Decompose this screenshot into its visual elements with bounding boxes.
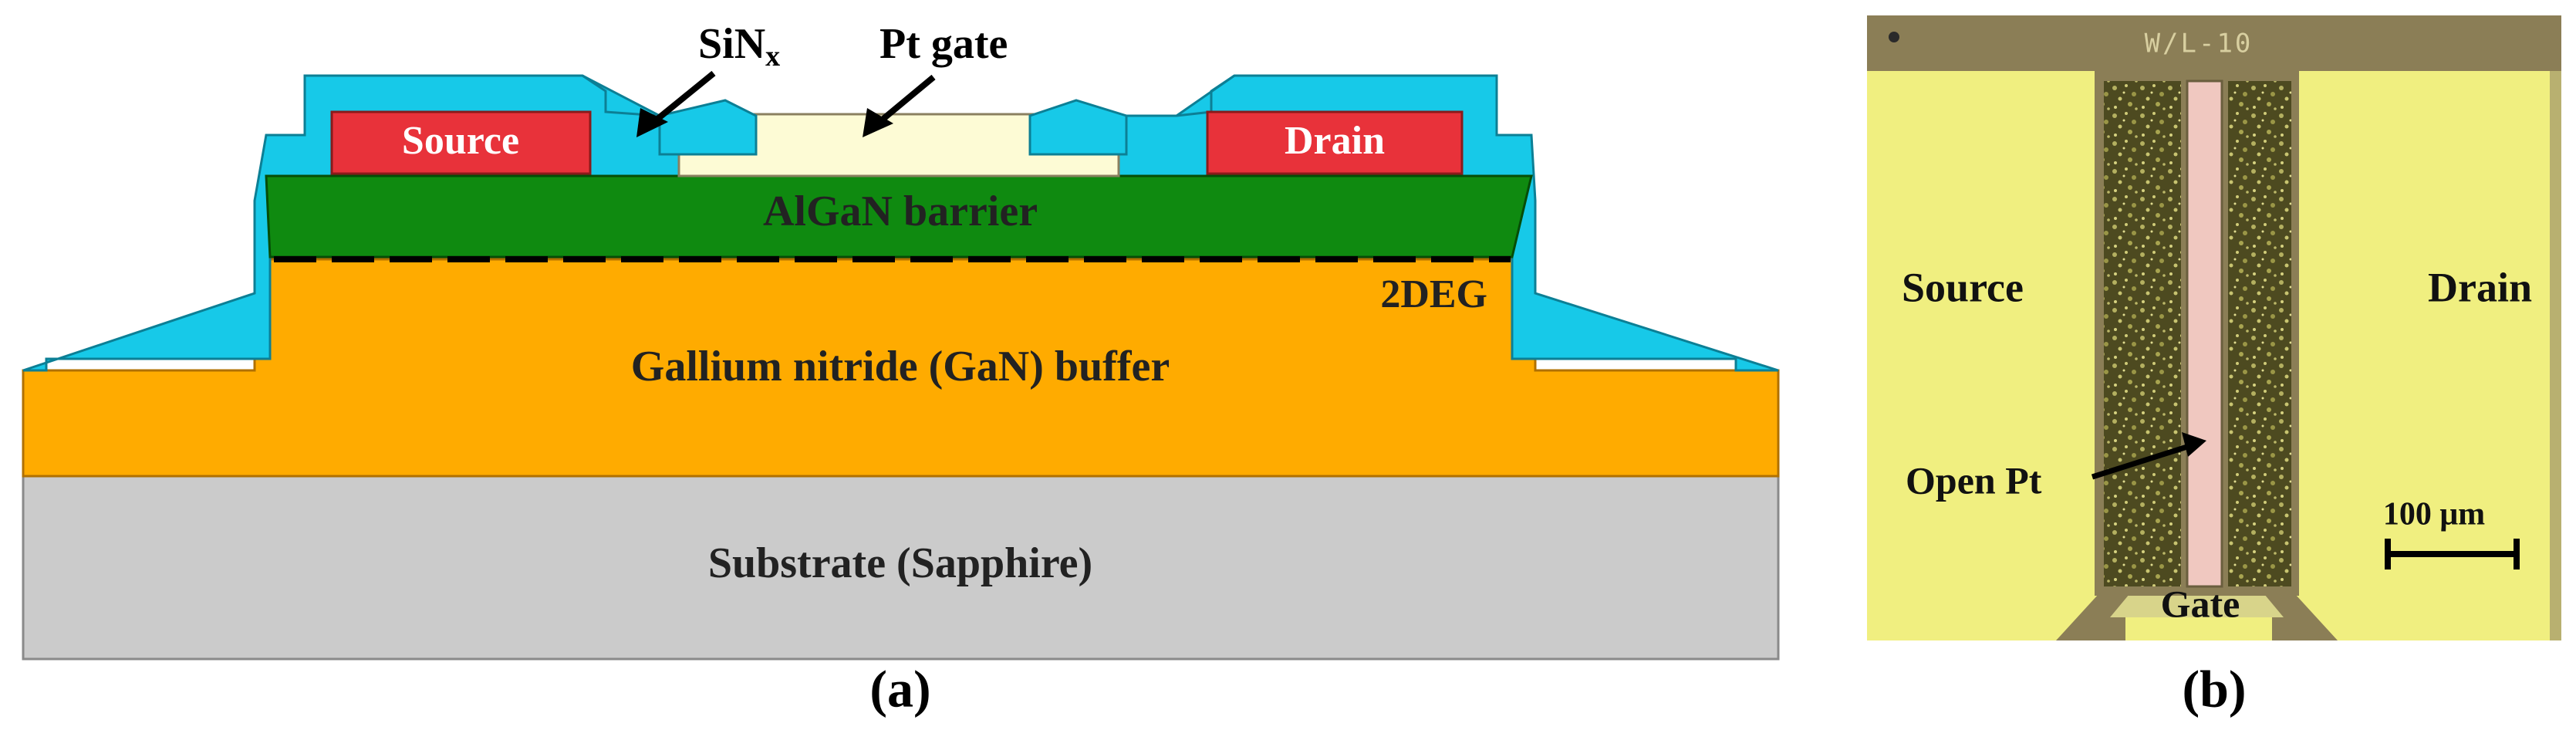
pt-gate-callout-arrow — [863, 74, 936, 137]
gate-funnel-inner — [2110, 594, 2284, 617]
substrate-label: Substrate (Sapphire) — [708, 539, 1092, 587]
top-border-band — [1867, 15, 2561, 71]
drain-contact-label: Drain — [1285, 119, 1385, 163]
drain-contact — [1206, 110, 1464, 175]
gan-buffer-label: Gallium nitride (GaN) buffer — [631, 343, 1170, 390]
right-trench — [2228, 81, 2291, 586]
device-stamp: W/L-10 — [2145, 29, 2254, 59]
pt-gate-callout-label: Pt gate — [879, 20, 1008, 68]
gate-pad — [2125, 617, 2272, 640]
sinx-callout-arrow — [636, 70, 716, 137]
source-contact — [330, 110, 592, 175]
panel-a-caption: (a) — [869, 660, 930, 718]
open-pt-arrow — [2091, 432, 2206, 480]
2deg-label: 2DEG — [1380, 272, 1487, 316]
sinx-step-right — [1176, 74, 1235, 117]
scale-bar — [2385, 539, 2520, 569]
sinx-gate-edge-right — [1028, 99, 1128, 156]
micrograph-gate-label: Gate — [2161, 582, 2240, 625]
open-pt-window — [2186, 79, 2223, 588]
panel-b-caption: (b) — [2182, 660, 2246, 718]
micrograph-source-label: Source — [1902, 264, 2024, 310]
algan-barrier-label: AlGaN barrier — [763, 188, 1038, 235]
source-contact-label: Source — [402, 119, 519, 163]
substrate-layer — [22, 475, 1780, 661]
panel-b-micrograph: W/L-10 Source Drain Gate Open Pt 100 μm — [1867, 15, 2561, 718]
sinx-gate-edge-left — [658, 99, 758, 156]
panel-a-cross-section: Substrate (Sapphire) Gallium nitride (Ga… — [22, 20, 1780, 718]
open-pt-label: Open Pt — [1906, 458, 2042, 502]
scale-bar-label: 100 μm — [2383, 497, 2485, 532]
left-trench — [2104, 81, 2181, 586]
sinx-step-left — [582, 74, 660, 117]
micrograph-drain-label: Drain — [2428, 264, 2532, 310]
fiducial-dot — [1889, 32, 1899, 42]
right-edge-band — [2550, 71, 2561, 640]
sinx-callout-label: SiNx — [698, 20, 780, 73]
